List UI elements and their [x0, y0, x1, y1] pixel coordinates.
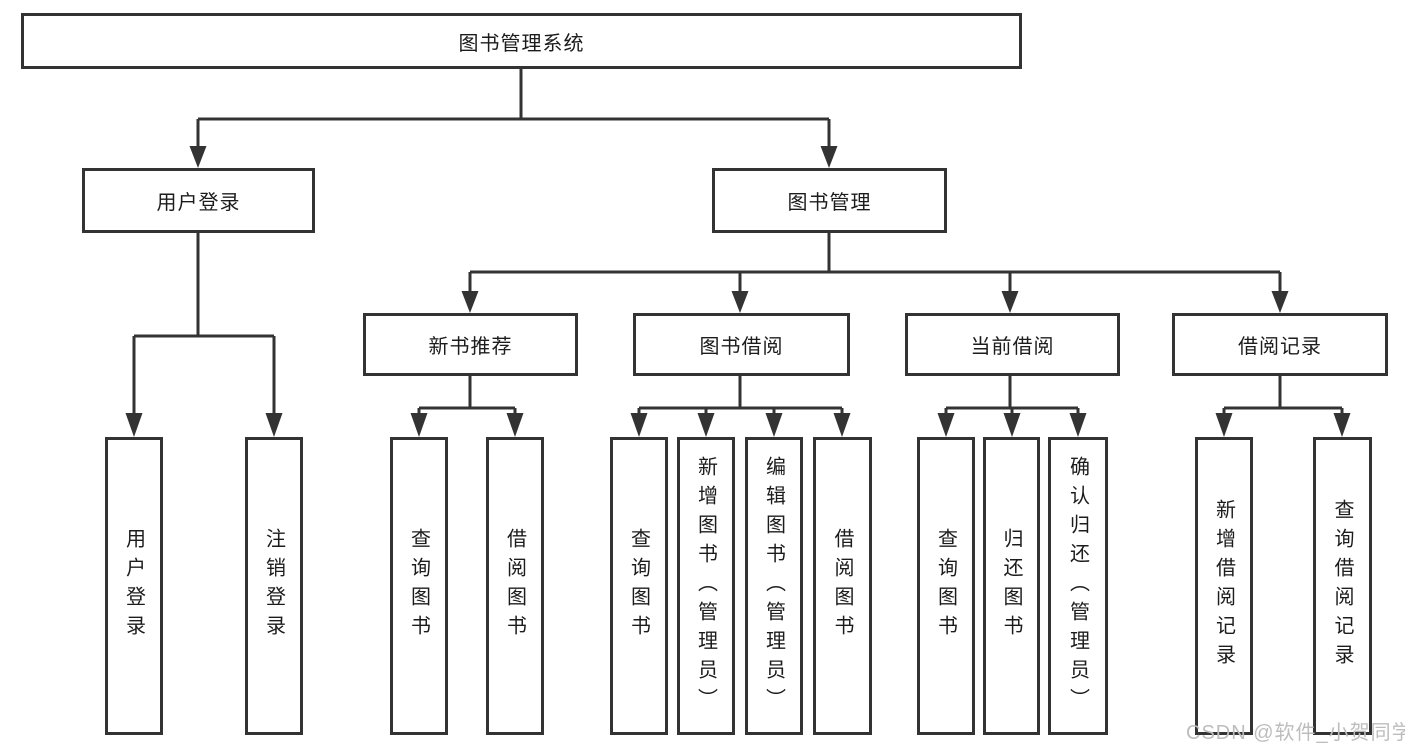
node-leaf-borrow-borrow: 借阅图书 [813, 437, 872, 735]
connector-root-to-level2 [196, 69, 831, 147]
node-leaf-current-confirm-admin: 确认归还（管理员） [1048, 437, 1108, 735]
connector-current-borrow-branch [944, 376, 1080, 415]
node-root: 图书管理系统 [21, 13, 1022, 69]
node-leaf-borrow-edit-admin: 编辑图书（管理员） [745, 437, 803, 735]
node-leaf-borrow-query: 查询图书 [610, 437, 668, 735]
node-user-login: 用户登录 [82, 168, 315, 233]
node-new-book-recommend: 新书推荐 [363, 313, 578, 376]
connector-user-login-branch [132, 233, 276, 414]
connector-book-management-branch [468, 233, 1282, 292]
node-leaf-record-query: 查询借阅记录 [1313, 437, 1372, 735]
node-borrow-record: 借阅记录 [1172, 313, 1388, 376]
node-leaf-record-add: 新增借阅记录 [1195, 437, 1253, 735]
connector-new-book-branch [417, 376, 517, 415]
node-leaf-newbook-borrow: 借阅图书 [486, 437, 544, 735]
node-leaf-user-login: 用户登录 [105, 437, 163, 735]
csdn-watermark: CSDN @软件_小贺同学 [1186, 722, 1405, 744]
node-leaf-logout: 注销登录 [245, 437, 303, 735]
node-current-borrow: 当前借阅 [905, 313, 1120, 376]
node-leaf-current-return: 归还图书 [983, 437, 1040, 735]
node-leaf-newbook-query: 查询图书 [390, 437, 448, 735]
connector-book-borrow-branch [637, 376, 844, 415]
connector-borrow-record-branch [1222, 376, 1344, 415]
node-book-management: 图书管理 [712, 168, 947, 233]
node-leaf-borrow-add-admin: 新增图书（管理员） [677, 437, 735, 735]
node-book-borrow: 图书借阅 [633, 313, 850, 376]
node-leaf-current-query: 查询图书 [917, 437, 975, 735]
